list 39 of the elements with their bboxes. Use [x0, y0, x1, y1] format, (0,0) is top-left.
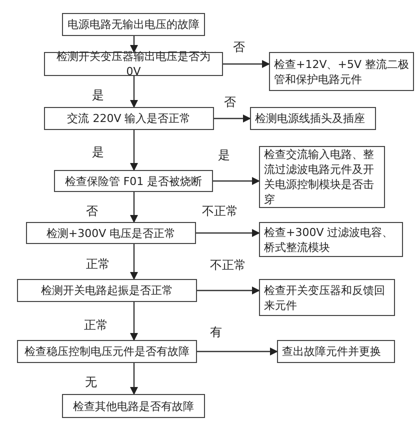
process-box: 检测+300V 电压是否正常	[26, 222, 196, 244]
process-box: 检查交流输入电路、整流过滤波电路元件及开关电源控制模块是否击穿	[259, 146, 385, 208]
edge-label: 有	[210, 325, 222, 339]
process-box: 查出故障元件并更换	[277, 340, 395, 363]
arrow	[223, 60, 270, 68]
edge-label: 是	[92, 145, 104, 159]
process-box: 检查+300V 过滤波电容、桥式整流模块	[259, 222, 403, 257]
arrow	[130, 76, 138, 108]
process-box: 检查+12V、+5V 整流二极管和保护电路元件	[269, 52, 414, 91]
edge-label: 正常	[86, 257, 110, 271]
process-box: 检查稳压控制电压元件是否有故障	[17, 340, 197, 363]
process-box: 检测开关变压器输出电压是否为 0V	[44, 52, 223, 76]
process-box: 交流 220V 输入是否正常	[44, 107, 214, 130]
arrow	[196, 229, 260, 237]
process-box: 检查开关变压器和反馈回来元件	[259, 279, 395, 316]
arrow	[130, 244, 138, 280]
process-box: 检测开关电路起振是否正常	[17, 279, 197, 302]
process-box: 检查其他电路是否有故障	[62, 394, 205, 418]
edge-label: 否	[86, 204, 98, 218]
edge-label: 无	[85, 375, 97, 389]
arrow	[213, 177, 260, 185]
edge-label: 不正常	[202, 204, 238, 218]
arrow	[197, 348, 278, 356]
arrow	[130, 36, 138, 53]
edge-label: 否	[233, 40, 245, 54]
edge-label: 不正常	[210, 258, 246, 272]
arrow	[130, 192, 138, 223]
process-box: 电源电路无输出电压的故障	[62, 13, 205, 36]
edge-label: 是	[92, 88, 104, 102]
arrow	[130, 363, 138, 395]
process-box: 检查保险管 F01 是否被烧断	[54, 170, 213, 192]
edge-label: 正常	[84, 318, 108, 332]
arrow	[130, 302, 138, 341]
arrow	[197, 286, 260, 294]
edge-label: 否	[224, 95, 236, 109]
process-box: 检测电源线插头及插座	[250, 107, 376, 130]
edge-label: 是	[218, 148, 230, 162]
arrow	[130, 130, 138, 171]
arrow	[214, 114, 251, 122]
